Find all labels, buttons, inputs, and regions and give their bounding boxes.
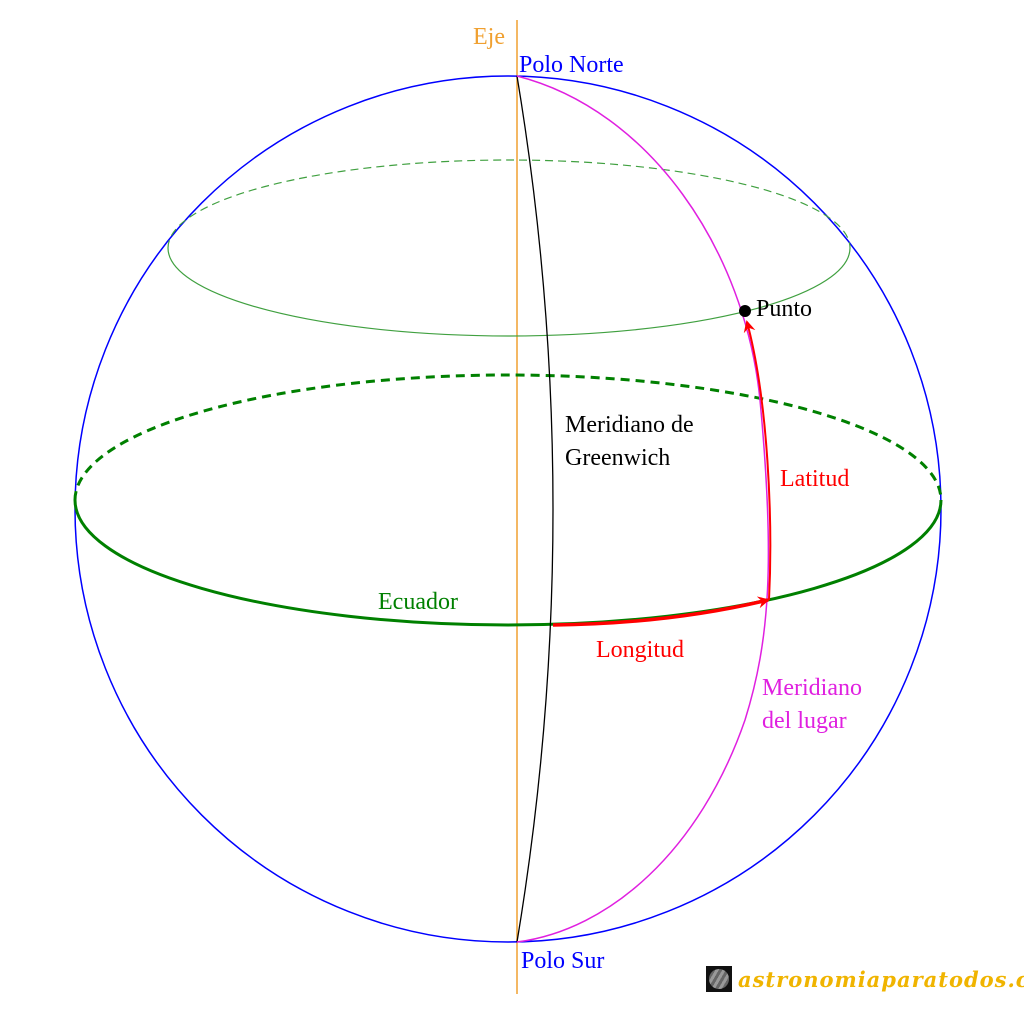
south-pole-label: Polo Sur (521, 948, 605, 974)
parallel-front (167, 247, 851, 337)
logo-text: astronomiaparatodos.com (738, 966, 1024, 992)
north-pole-label: Polo Norte (519, 52, 624, 78)
equator-back (73, 373, 943, 501)
point-label: Punto (756, 296, 813, 322)
local-meridian (516, 75, 770, 943)
equator-front (73, 499, 943, 627)
local-meridian-label-2: del lugar (762, 708, 847, 734)
latitude-arc (743, 320, 772, 601)
longitude-label: Longitud (596, 637, 684, 663)
planet-icon (706, 966, 732, 992)
parallel-back (167, 159, 851, 249)
greenwich-meridian (516, 75, 554, 943)
latitude-label: Latitud (780, 466, 850, 492)
axis-label: Eje (473, 24, 505, 50)
greenwich-label-2: Greenwich (565, 445, 671, 471)
equator-label: Ecuador (378, 589, 458, 615)
longitude-arc (552, 596, 770, 627)
local-meridian-label-1: Meridiano (762, 675, 862, 701)
sphere-outline (74, 75, 942, 943)
greenwich-label-1: Meridiano de (565, 412, 694, 438)
point-marker (739, 305, 751, 317)
site-logo: astronomiaparatodos.com (706, 966, 1024, 992)
